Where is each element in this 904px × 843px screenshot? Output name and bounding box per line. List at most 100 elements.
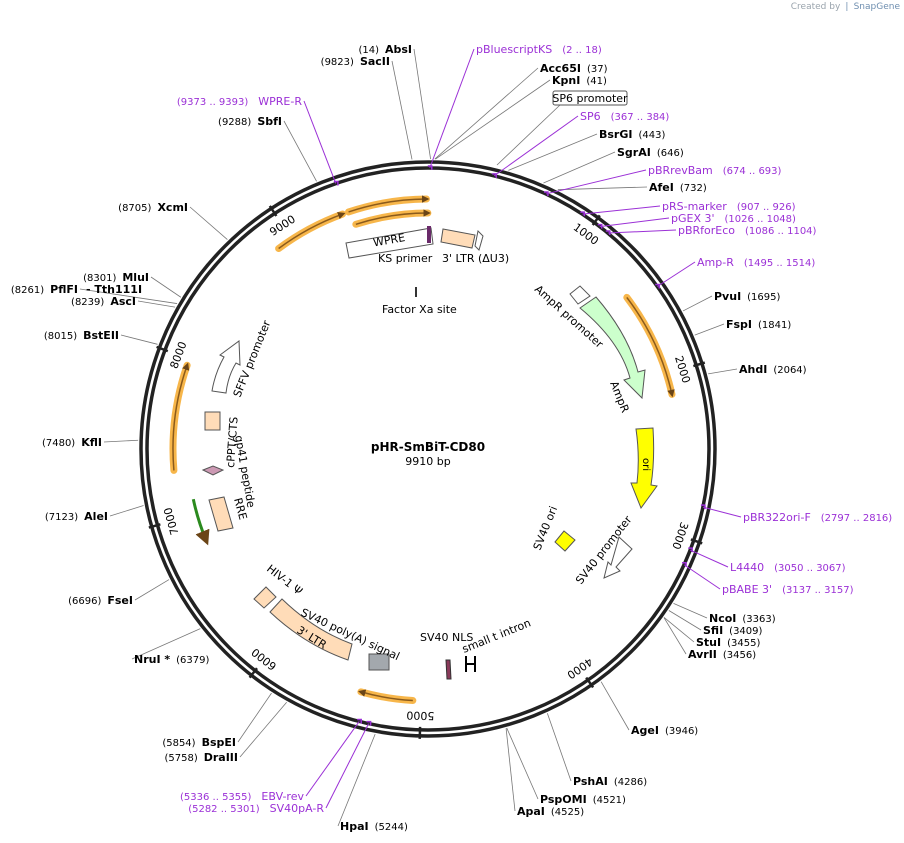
primer-mark-6 [655, 283, 661, 289]
site-pshai[interactable]: PshAI(4286) [573, 775, 647, 788]
site-name: KflI [81, 436, 102, 449]
orf-rre-green[interactable] [191, 498, 210, 546]
site-name: DraIII [204, 751, 238, 764]
label-cppt-cts: cPPT/CTS [224, 416, 241, 468]
site-position: (646) [657, 148, 684, 159]
leader-14 [600, 681, 630, 731]
feature-rre-shape[interactable] [208, 496, 234, 532]
site-position: (9823) [321, 57, 354, 68]
site-nrui[interactable]: NruI *(6379) [134, 653, 209, 666]
primer-mark-10 [357, 718, 362, 724]
site-position: (8705) [118, 203, 151, 214]
site-mlui[interactable]: MluI(8301) [83, 271, 149, 284]
primer-pgex3[interactable]: pGEX 3'(1026 .. 1048) [671, 212, 796, 225]
snapgene-logo-icon: ❘ [843, 2, 851, 12]
site-position: (3456) [723, 650, 756, 661]
orf-upper-left[interactable] [278, 212, 346, 250]
feature-sv40-promoter-shape[interactable] [603, 536, 633, 579]
orf-ampr-region[interactable] [626, 296, 675, 398]
orf-wpre-outer[interactable] [348, 195, 430, 213]
primer-sv40par[interactable]: SV40pA-R(5282 .. 5301) [188, 802, 324, 815]
site-draiii[interactable]: DraIII(5758) [164, 751, 238, 764]
site-agei[interactable]: AgeI(3946) [631, 724, 698, 737]
primer-mark-1 [492, 173, 497, 178]
site-position: (2064) [773, 365, 806, 376]
primer-ebvrev[interactable]: EBV-rev(5336 .. 5355) [180, 790, 304, 803]
feature-sffv-promoter-shape[interactable] [211, 340, 241, 394]
site-absi[interactable]: AbsI(14) [358, 43, 412, 56]
feature-ampr-shape[interactable] [579, 296, 646, 400]
primer-pbr322orif[interactable]: pBR322ori-F(2797 .. 2816) [743, 511, 892, 524]
tick-label-7000: 7000 [161, 506, 181, 536]
leader-6 [557, 186, 648, 191]
leader-4 [508, 133, 598, 171]
feature-ori-shape[interactable] [630, 427, 658, 510]
site-fsei[interactable]: FseI(6696) [68, 594, 133, 607]
primer-l4440[interactable]: L4440(3050 .. 3067) [730, 561, 846, 574]
site-sfii[interactable]: SfiI(3409) [703, 624, 763, 637]
primer-range: (3050 .. 3067) [774, 563, 846, 574]
site-stui[interactable]: StuI(3455) [696, 636, 760, 649]
site-name: BspEI [202, 736, 236, 749]
site-pvui[interactable]: PvuI(1695) [714, 290, 781, 303]
leader-12 [663, 617, 695, 643]
feature-wpre-marker [427, 226, 431, 243]
site-acc65i[interactable]: Acc65I(37) [540, 62, 608, 75]
primer-pbrforeco[interactable]: pBRforEco(1086 .. 1104) [678, 224, 817, 237]
site-tth111i[interactable]: - Tth111I [86, 283, 142, 296]
feature-sv40-nls-shape[interactable] [445, 659, 452, 680]
site-sbfi[interactable]: SbfI(9288) [218, 115, 282, 128]
feature-small-t-intron-shape[interactable] [465, 656, 476, 672]
site-bspei[interactable]: BspEI(5854) [162, 736, 236, 749]
site-kfli[interactable]: KflI(7480) [42, 436, 102, 449]
primer-wprer[interactable]: WPRE-R(9373 .. 9393) [177, 95, 302, 108]
site-position: (3409) [729, 626, 762, 637]
site-position: (7123) [45, 512, 78, 523]
primer-leader-4 [599, 217, 670, 228]
primer-pbrrevbam[interactable]: pBRrevBam(674 .. 693) [648, 164, 782, 177]
site-position: (37) [587, 64, 608, 75]
orf-wpre-inner[interactable] [355, 209, 431, 226]
site-hpai[interactable]: HpaI(5244) [340, 820, 408, 833]
site-position: (8261) [11, 285, 44, 296]
site-position: (3363) [742, 614, 775, 625]
label-rre: RRE [231, 496, 249, 521]
site-pspomi[interactable]: PspOMI(4521) [540, 793, 626, 806]
site-bsteii[interactable]: BstEII(8015) [44, 329, 119, 342]
site-ahdi[interactable]: AhdI(2064) [739, 363, 807, 376]
site-xcmi[interactable]: XcmI(8705) [118, 201, 188, 214]
site-ncoi[interactable]: NcoI(3363) [709, 612, 776, 625]
orf-bottom[interactable] [358, 689, 413, 702]
feature-sp6-promoter[interactable]: SP6 promoter [552, 90, 628, 106]
primer-sp6[interactable]: SP6(367 .. 384) [580, 110, 669, 123]
site-sgrai[interactable]: SgrAI(646) [617, 146, 684, 159]
primer-ampr[interactable]: Amp-R(1495 .. 1514) [697, 256, 815, 269]
site-afei[interactable]: AfeI(732) [649, 181, 707, 194]
feature-3ltr-du3-shape[interactable] [440, 228, 476, 249]
primer-pbluescriptks[interactable]: pBluescriptKS(2 .. 18) [476, 43, 602, 56]
site-avrii[interactable]: AvrII(3456) [688, 648, 756, 661]
feature-wpre-shape[interactable] [345, 227, 434, 259]
primer-range: (907 .. 926) [737, 202, 796, 213]
feature-3ltr-shape[interactable] [269, 598, 353, 661]
primer-mark-2 [543, 191, 549, 196]
site-asci[interactable]: AscI(8239) [71, 295, 136, 308]
site-apai[interactable]: ApaI(4525) [517, 805, 584, 818]
feature-gp41-shape[interactable] [201, 465, 225, 476]
primer-pbabe3[interactable]: pBABE 3'(3137 .. 3157) [722, 583, 854, 596]
feature-cppt-cts-shape[interactable] [204, 411, 221, 431]
site-sacii[interactable]: SacII(9823) [321, 55, 390, 68]
tick-6000 [248, 667, 258, 679]
site-fspi[interactable]: FspI(1841) [726, 318, 791, 331]
site-pflfi[interactable]: PflFI(8261) [11, 283, 78, 296]
primer-prsmarker[interactable]: pRS-marker(907 .. 926) [662, 200, 796, 213]
feature-sv40-ori-shape[interactable] [554, 530, 576, 552]
site-bsrgi[interactable]: BsrGI(443) [599, 128, 665, 141]
orf-left[interactable] [172, 362, 190, 471]
feature-hiv1-psi-shape[interactable] [253, 586, 277, 609]
feature-ampr-promoter-shape[interactable] [569, 285, 591, 305]
site-kpni[interactable]: KpnI(41) [552, 74, 607, 87]
feature-sv40-polya-shape[interactable] [368, 653, 390, 671]
label-factor-xa: Factor Xa site [382, 303, 457, 316]
site-alei[interactable]: AleI(7123) [45, 510, 108, 523]
